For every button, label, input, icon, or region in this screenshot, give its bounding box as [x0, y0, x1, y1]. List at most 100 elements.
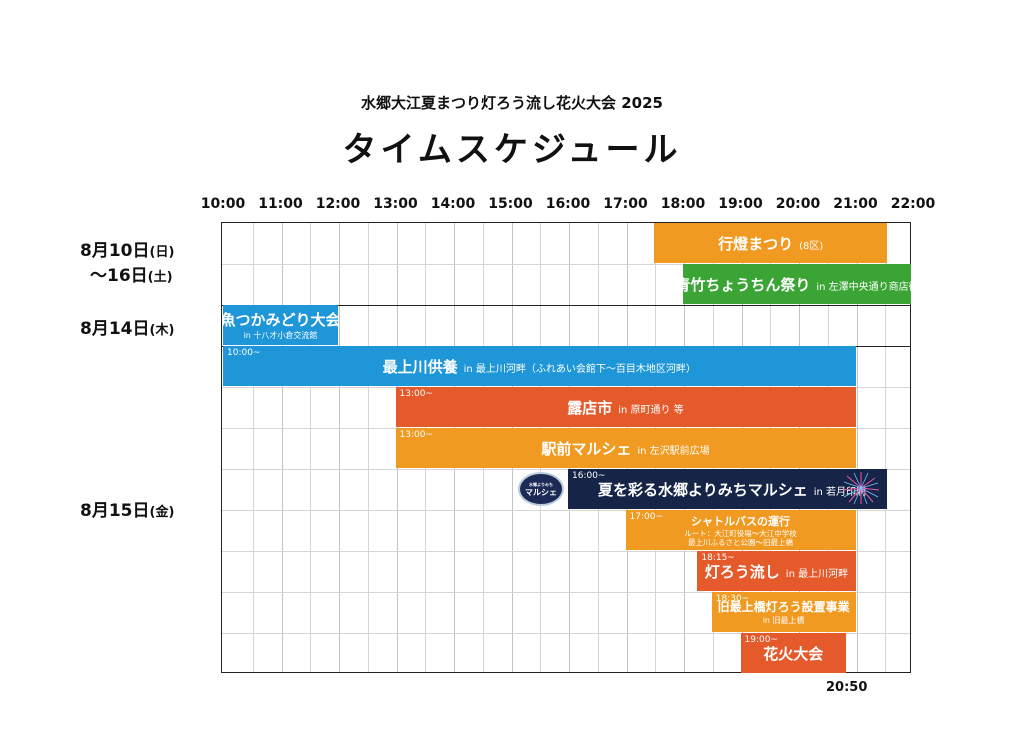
- event-bar: 19:00~花火大会: [740, 633, 846, 673]
- date-line1: 8月14日: [80, 319, 150, 339]
- event-venue: in 若月印刷: [813, 486, 866, 498]
- grid-line-horizontal: [222, 551, 910, 552]
- time-tick-label: 20:00: [775, 196, 821, 212]
- weekday-label: (日): [149, 245, 175, 260]
- logo-text: マルシェ: [525, 487, 557, 497]
- weekday-label: (土): [147, 270, 173, 285]
- event-name: 青竹ちょうちん祭り in 左澤中央通り商店街: [683, 274, 911, 295]
- event-name-text: 花火大会: [763, 644, 824, 663]
- weekday-label: (金): [149, 505, 175, 520]
- event-bar: 18:15~灯ろう流し in 最上川河畔: [697, 551, 856, 591]
- event-subtitle: 水郷大江夏まつり灯ろう流し花火大会 2025: [361, 94, 663, 112]
- event-name: 花火大会: [763, 643, 823, 664]
- date-label-aug15: 8月15日(金): [80, 496, 174, 521]
- event-label-group: 行燈まつり (8区): [654, 223, 887, 263]
- grid-line-vertical: [856, 223, 858, 672]
- time-tick-label: 12:00: [315, 196, 361, 212]
- event-bar: 13:00~ 駅前マルシェ in 左沢駅前広場: [395, 428, 856, 468]
- event-start-time: 13:00~: [399, 389, 433, 399]
- event-venue: in 最上川河畔: [785, 568, 849, 580]
- event-name: 夏を彩る水郷よりみちマルシェ in 若月印刷: [598, 479, 866, 500]
- date-label-aug10-16: 8月10日(日) ～16日(土): [80, 236, 174, 286]
- event-venue: (8区): [799, 240, 824, 252]
- time-tick-label: 11:00: [258, 196, 303, 212]
- event-bar: 16:00~夏を彩る水郷よりみちマルシェ in 若月印刷: [568, 469, 888, 509]
- event-bar: 青竹ちょうちん祭り in 左澤中央通り商店街: [683, 264, 911, 304]
- grid-line-horizontal: [222, 510, 910, 511]
- event-label-group: 灯ろう流し in 最上川河畔: [697, 551, 855, 591]
- grid-line-vertical: [310, 223, 312, 672]
- event-name-text: 旧最上橋灯ろう設置事業: [717, 600, 850, 614]
- event-subtext: in 旧最上橋: [762, 616, 805, 625]
- end-time-label: 20:50: [826, 680, 868, 695]
- time-tick-label: 13:00: [373, 196, 418, 212]
- event-name-text: シャトルバスの運行: [691, 515, 790, 528]
- event-venue: in 原町通り 等: [618, 404, 684, 416]
- time-tick-label: 17:00: [603, 196, 648, 212]
- grid-line-vertical: [339, 223, 340, 672]
- time-tick-label: 15:00: [488, 196, 533, 212]
- event-start-time: 18:15~: [701, 553, 735, 563]
- event-name-text: 青竹ちょうちん祭り: [683, 275, 811, 294]
- date-line2: ～16日: [90, 266, 148, 286]
- event-name-text: 魚つかみどり大会: [223, 311, 338, 329]
- event-venue: in 左沢駅前広場: [637, 445, 710, 457]
- date-label-aug14: 8月14日(木): [80, 314, 174, 339]
- event-name-text: 露店市: [567, 398, 613, 417]
- grid-line-horizontal: [222, 592, 910, 593]
- event-label-group: 旧最上橋灯ろう設置事業 in 旧最上橋: [712, 592, 856, 632]
- event-label-group: 夏を彩る水郷よりみちマルシェ in 若月印刷: [568, 469, 887, 509]
- event-venue: in 最上川河畔（ふれあい会館下～百目木地区河畔）: [463, 363, 696, 375]
- date-line1: 8月10日: [80, 241, 150, 261]
- event-name-text: 灯ろう流し: [704, 562, 780, 581]
- event-bar: 魚つかみどり大会 in 十八才小倉交流館: [223, 305, 338, 345]
- event-name-text: 駅前マルシェ: [541, 439, 632, 458]
- event-bar: 行燈まつり (8区): [654, 223, 888, 263]
- event-label-group: 花火大会: [741, 633, 846, 673]
- time-tick-label: 10:00: [200, 196, 246, 212]
- event-subtext: in 十八才小倉交流館: [243, 331, 318, 340]
- event-venue: in 左澤中央通り商店街: [816, 281, 911, 293]
- time-tick-label: 16:00: [545, 196, 591, 212]
- event-name: 露店市 in 原町通り 等: [567, 397, 684, 418]
- event-name-text: 夏を彩る水郷よりみちマルシェ: [598, 480, 808, 499]
- marche-logo: 水郷よりみち マルシェ: [518, 472, 564, 506]
- event-label-group: 駅前マルシェ in 左沢駅前広場: [396, 428, 856, 468]
- event-name: 魚つかみどり大会: [223, 309, 338, 330]
- grid-line-vertical: [252, 223, 254, 672]
- grid-line-horizontal: [222, 264, 910, 265]
- logo-small-text: 水郷よりみち: [529, 481, 553, 487]
- time-tick-label: 14:00: [430, 196, 476, 212]
- time-tick-label: 19:00: [718, 196, 763, 212]
- event-start-time: 18:30~: [715, 594, 750, 604]
- event-start-time: 19:00~: [744, 635, 778, 645]
- event-name: 旧最上橋灯ろう設置事業: [718, 598, 850, 615]
- event-start-time: 17:00~: [629, 512, 663, 522]
- event-bar: 18:30~旧最上橋灯ろう設置事業 in 旧最上橋: [711, 592, 856, 632]
- grid-line-vertical: [367, 223, 369, 672]
- event-bar: 13:00~ 露店市 in 原町通り 等: [395, 387, 856, 427]
- event-bar: 17:00~ シャトルバスの運行ルート：大江町役場～大江中学校最上川ふるさと公園～…: [625, 510, 856, 550]
- grid-line-horizontal: [222, 469, 910, 470]
- event-start-time: 10:00~: [227, 348, 261, 358]
- event-start-time: 16:00~: [572, 471, 606, 481]
- event-label-group: 魚つかみどり大会 in 十八才小倉交流館: [223, 305, 338, 345]
- event-start-time: 13:00~: [399, 430, 433, 440]
- fireworks-icon: [842, 472, 880, 505]
- event-label-group: 露店市 in 原町通り 等: [396, 387, 856, 427]
- grid-line-vertical: [885, 223, 887, 672]
- grid-line-horizontal: [222, 633, 910, 634]
- event-name: 駅前マルシェ in 左沢駅前広場: [541, 438, 709, 459]
- event-subtext: ルート：大江町役場～大江中学校: [684, 529, 797, 538]
- event-name: シャトルバスの運行: [691, 513, 790, 529]
- grid-line-vertical: [281, 223, 283, 672]
- weekday-label: (木): [149, 323, 175, 338]
- event-subtext: 最上川ふるさと公園～旧最上橋: [688, 538, 793, 547]
- event-label-group: 青竹ちょうちん祭り in 左澤中央通り商店街: [683, 264, 911, 304]
- event-name-text: 行燈まつり: [718, 234, 794, 253]
- time-tick-label: 21:00: [833, 196, 878, 212]
- page-title: タイムスケジュール: [342, 130, 682, 170]
